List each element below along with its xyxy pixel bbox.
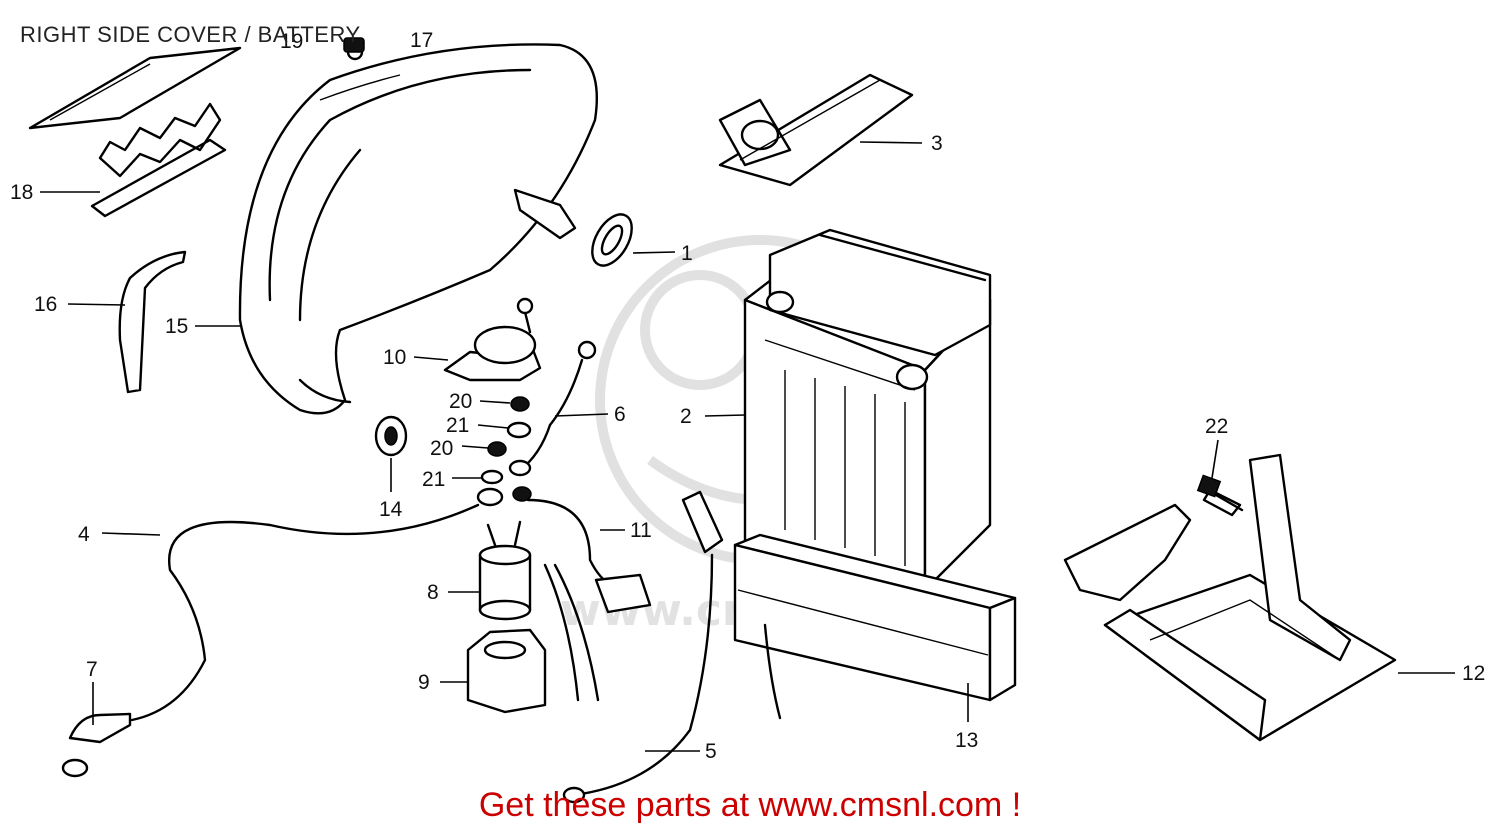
callout-12[interactable]: 12 <box>1462 662 1485 685</box>
part-4-cable[interactable] <box>61 487 504 778</box>
callout-1[interactable]: 1 <box>681 242 693 265</box>
callout-19[interactable]: 19 <box>280 30 303 53</box>
part-22-bolt[interactable] <box>1196 474 1244 512</box>
callout-9[interactable]: 9 <box>418 671 430 694</box>
callout-21-upper[interactable]: 21 <box>446 414 469 437</box>
part-16-clip[interactable] <box>118 250 187 394</box>
callout-13[interactable]: 13 <box>955 729 978 752</box>
callout-3[interactable]: 3 <box>931 132 943 155</box>
callout-8[interactable]: 8 <box>427 581 439 604</box>
callout-18[interactable]: 18 <box>10 181 33 204</box>
part-2-battery[interactable] <box>743 228 992 592</box>
part-5-cable[interactable] <box>562 490 724 804</box>
callout-5[interactable]: 5 <box>705 740 717 763</box>
part-19-emblem-sheet[interactable] <box>28 46 242 130</box>
callout-11[interactable]: 11 <box>630 519 652 542</box>
promo-banner-link[interactable]: Get these parts at www.cmsnl.com ! <box>478 786 1022 824</box>
callout-20-upper[interactable]: 20 <box>449 390 472 413</box>
part-18-emblem[interactable] <box>90 102 227 218</box>
callout-16[interactable]: 16 <box>34 293 57 316</box>
part-9-relay-cover[interactable] <box>466 628 547 714</box>
callout-6[interactable]: 6 <box>614 403 626 426</box>
callout-7[interactable]: 7 <box>86 658 98 681</box>
diagram-title: RIGHT SIDE COVER / BATTERY <box>20 22 361 47</box>
part-14-grommet[interactable] <box>374 415 408 457</box>
callout-17[interactable]: 17 <box>410 29 433 52</box>
callout-15[interactable]: 15 <box>165 315 188 338</box>
callout-21-lower[interactable]: 21 <box>422 468 445 491</box>
part-11-cable[interactable] <box>512 486 652 614</box>
leader-lines <box>40 141 1455 752</box>
nuts-and-washers[interactable] <box>480 396 532 485</box>
part-6-cable[interactable] <box>508 340 597 477</box>
callout-10[interactable]: 10 <box>383 346 406 369</box>
part-13-tray-rubber[interactable] <box>733 533 1017 720</box>
part-10-relay[interactable] <box>443 297 542 382</box>
part-17-grommet[interactable] <box>343 37 365 53</box>
callout-22[interactable]: 22 <box>1205 415 1228 438</box>
callout-4[interactable]: 4 <box>78 523 90 546</box>
part-1-grommet[interactable] <box>513 188 640 272</box>
part-3-battery-band[interactable] <box>718 73 914 187</box>
callout-14[interactable]: 14 <box>379 498 403 521</box>
callout-20-lower[interactable]: 20 <box>430 437 453 460</box>
callout-2[interactable]: 2 <box>680 405 692 428</box>
part-15-side-cover[interactable] <box>238 43 599 415</box>
part-12-battery-box[interactable] <box>1063 453 1397 742</box>
callout-labels: 1 2 3 4 5 6 7 8 9 10 11 12 13 14 15 16 1… <box>10 29 1485 763</box>
